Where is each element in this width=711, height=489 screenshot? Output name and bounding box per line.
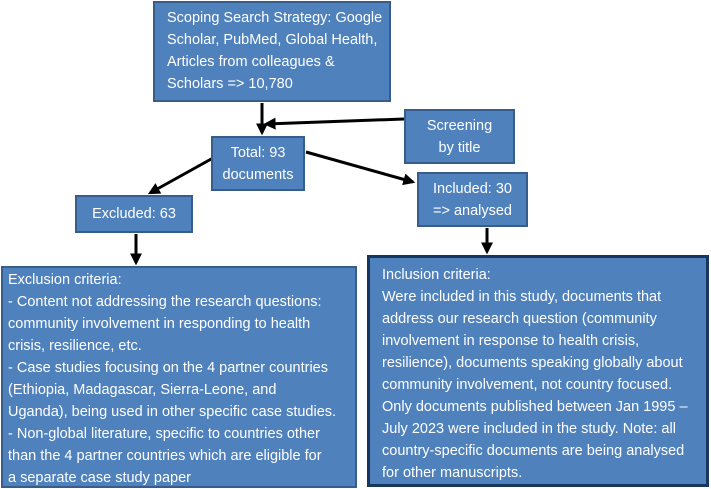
- exclusion-line: - Content not addressing the research qu…: [8, 294, 322, 310]
- inclusion-line: July 2023 were included in the study. No…: [382, 421, 676, 437]
- exclusion-line: Uganda), being used in other specific ca…: [8, 404, 337, 420]
- exclusion-line: (Ethiopia, Madagascar, Sierra-Leone, and: [8, 382, 277, 398]
- inclusion-line: resilience), documents speaking globally…: [382, 355, 683, 371]
- search-strategy-box: Scoping Search Strategy: Google Scholar,…: [153, 1, 391, 102]
- exclusion-line: crisis, resilience, etc.: [8, 338, 142, 354]
- exclusion-line: community involvement in responding to h…: [8, 316, 311, 332]
- inclusion-line: for other manuscripts.: [382, 465, 523, 481]
- inclusion-line: country-specific documents are being ana…: [382, 443, 685, 459]
- arrow-total-to-included: [305, 150, 416, 186]
- included-line: => analysed: [432, 202, 512, 219]
- total-line: Total: 93: [230, 144, 286, 161]
- total-documents-box: Total: 93 documents: [211, 136, 305, 191]
- search-line: Scholar, PubMed, Global Health,: [167, 32, 378, 48]
- exclusion-heading: Exclusion criteria:: [8, 272, 122, 288]
- exclusion-line: - Case studies focusing on the 4 partner…: [8, 360, 328, 376]
- inclusion-heading: Inclusion criteria:: [382, 267, 491, 283]
- inclusion-line: involvement in response to health crisis…: [382, 333, 640, 349]
- screening-box: Screening by title: [404, 109, 515, 164]
- exclusion-criteria-box: Exclusion criteria: - Content not addres…: [1, 266, 357, 488]
- exclusion-line: than the 4 partner countries which are e…: [8, 448, 322, 464]
- search-line: Scoping Search Strategy: Google: [167, 10, 383, 26]
- included-box: Included: 30 => analysed: [417, 172, 528, 227]
- excluded-line: Excluded: 63: [92, 206, 176, 222]
- screening-line: by title: [438, 139, 481, 156]
- inclusion-line: Only documents published between Jan 199…: [382, 399, 688, 415]
- arrow-screening-to-main: [263, 117, 405, 130]
- total-line: documents: [222, 166, 294, 183]
- inclusion-criteria-box: Inclusion criteria: Were included in thi…: [367, 255, 709, 487]
- search-line: Scholars => 10,780: [167, 76, 293, 92]
- included-line: Included: 30: [432, 180, 512, 197]
- inclusion-line: community involvement, not country focus…: [382, 377, 673, 393]
- search-line: Articles from colleagues &: [167, 54, 335, 70]
- inclusion-line: address our research question (community: [382, 311, 657, 327]
- screening-line: Screening: [426, 117, 493, 134]
- inclusion-line: Were included in this study, documents t…: [382, 289, 662, 305]
- excluded-box: Excluded: 63: [75, 195, 193, 233]
- arrow-total-to-excluded: [147, 151, 223, 195]
- exclusion-line: - Non-global literature, specific to cou…: [8, 426, 320, 442]
- exclusion-line: a separate case study paper: [8, 470, 191, 486]
